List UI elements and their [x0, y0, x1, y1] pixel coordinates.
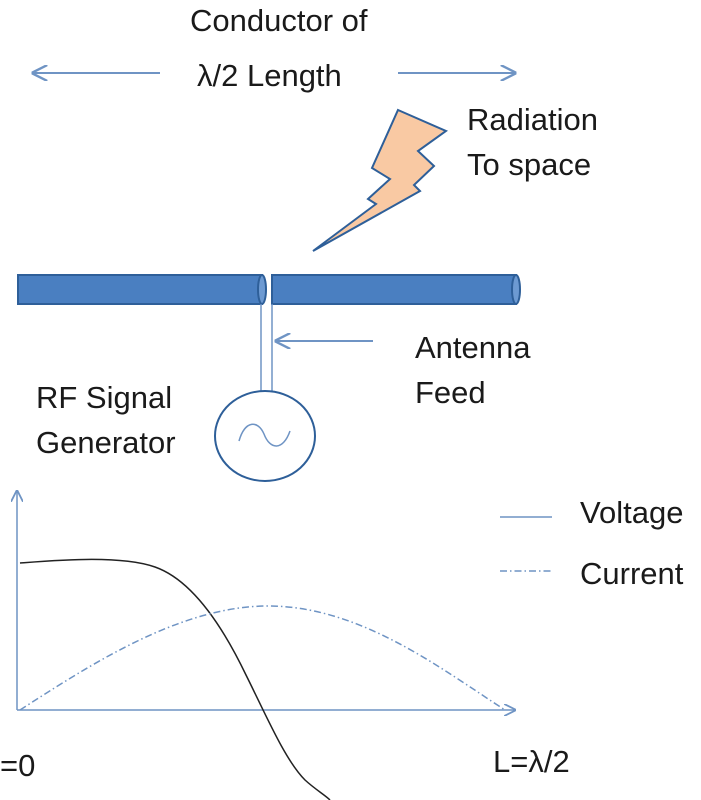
- axis-end-label: L=λ/2: [493, 744, 570, 779]
- conductor-length: λ/2 Length: [197, 58, 342, 93]
- dipole-left-conductor: [17, 274, 267, 305]
- feed-label-line1: Antenna: [415, 330, 531, 365]
- axis-start-label: =0: [0, 748, 36, 783]
- generator-label-line1: RF Signal: [36, 380, 173, 415]
- legend-voltage-label: Voltage: [580, 495, 684, 530]
- feed-label-line2: Feed: [415, 375, 486, 410]
- legend-current-label: Current: [580, 556, 684, 591]
- rf-generator-icon: [214, 390, 316, 482]
- radiation-label-line2: To space: [467, 147, 592, 182]
- radiation-label-line1: Radiation: [467, 102, 598, 137]
- conductor-title: Conductor of: [190, 3, 368, 38]
- dipole-right-conductor: [271, 274, 521, 305]
- radiation-bolt-icon: [312, 108, 449, 252]
- voltage-curve: [19, 558, 331, 800]
- generator-label-line2: Generator: [36, 425, 176, 460]
- current-curve: [19, 605, 506, 711]
